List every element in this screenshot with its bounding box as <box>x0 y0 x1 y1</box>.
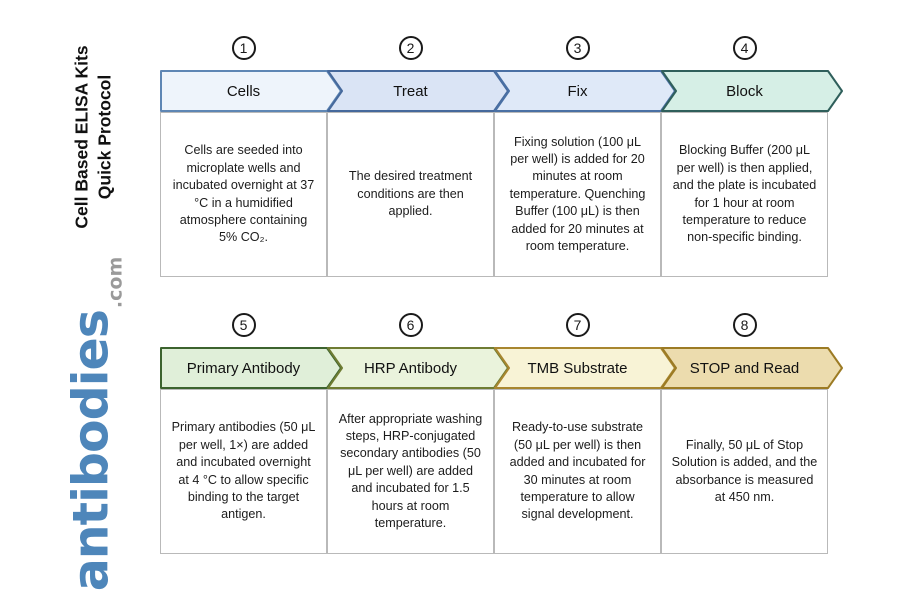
page-title-line1: Cell Based ELISA Kits <box>71 45 92 229</box>
step-number: 7 <box>573 317 582 333</box>
chevron-arrow-icon <box>661 70 843 112</box>
page-title: Cell Based ELISA Kits Quick Protocol <box>70 45 116 228</box>
step-description: The desired treatment conditions are the… <box>348 169 473 219</box>
step-descriptions-row-1: Cells are seeded into microplate wells a… <box>160 112 844 277</box>
step-arrow-cells: Cells <box>160 70 343 112</box>
step-arrow-stop-and-read: STOP and Read <box>661 347 844 389</box>
arrow-shape <box>661 347 843 389</box>
step-description: Finally, 50 μL of Stop Solution is added… <box>671 437 818 504</box>
step-arrow-tmb-substrate: TMB Substrate <box>494 347 677 389</box>
step-label: Primary Antibody <box>186 359 301 377</box>
step-numbers-row-2: 5 6 7 8 <box>160 313 844 341</box>
step-number-badge: 4 <box>732 36 757 60</box>
page-title-line2: Quick Protocol <box>94 74 114 200</box>
step-label: TMB Substrate <box>527 359 628 377</box>
step-description: Blocking Buffer (200 μL per well) is the… <box>672 143 817 245</box>
step-label: Cells <box>226 82 261 100</box>
protocol-flow: 1 2 3 4 Cells Treat <box>160 36 844 554</box>
antibodies-logo: antibodies.com <box>62 257 127 592</box>
step-arrow-hrp-antibody: HRP Antibody <box>327 347 510 389</box>
step-label: Block <box>726 82 763 100</box>
step-arrows-row-1: Cells Treat Fix <box>160 70 844 112</box>
step-arrow-treat: Treat <box>327 70 510 112</box>
step-description: After appropriate washing steps, HRP-con… <box>338 411 483 530</box>
step-numbers-row-1: 1 2 3 4 <box>160 36 844 64</box>
protocol-row-1: 1 2 3 4 Cells Treat <box>160 36 844 277</box>
step-label: STOP and Read <box>689 359 800 377</box>
step-number-badge: 1 <box>231 36 256 60</box>
step-label: Fix <box>567 82 588 100</box>
step-arrow-block: Block <box>661 70 844 112</box>
step-label: HRP Antibody <box>363 359 458 377</box>
step-description-box: The desired treatment conditions are the… <box>327 112 494 277</box>
step-number-badge: 7 <box>565 313 590 337</box>
step-description: Primary antibodies (50 μL per well, 1×) … <box>171 420 316 522</box>
step-description-box: Ready-to-use substrate (50 μL per well) … <box>494 389 661 554</box>
step-description-box: Cells are seeded into microplate wells a… <box>160 112 327 277</box>
arrow-shape <box>661 70 843 112</box>
step-number: 4 <box>740 40 749 56</box>
step-number: 1 <box>239 40 248 56</box>
chevron-arrow-icon <box>661 347 843 389</box>
step-number-badge: 5 <box>231 313 256 337</box>
step-description-box: Finally, 50 μL of Stop Solution is added… <box>661 389 828 554</box>
step-number-badge: 3 <box>565 36 590 60</box>
step-number: 5 <box>239 317 248 333</box>
step-number-badge: 6 <box>398 313 423 337</box>
step-number: 8 <box>740 317 749 333</box>
step-arrow-fix: Fix <box>494 70 677 112</box>
step-number: 2 <box>406 40 415 56</box>
protocol-row-2: 5 6 7 8 Primary Antibody HRP Antibody <box>160 313 844 554</box>
step-description: Cells are seeded into microplate wells a… <box>172 143 315 245</box>
step-number: 6 <box>406 317 415 333</box>
step-arrows-row-2: Primary Antibody HRP Antibody TMB Substr… <box>160 347 844 389</box>
step-description-box: After appropriate washing steps, HRP-con… <box>327 389 494 554</box>
logo-domain-suffix: .com <box>104 256 127 309</box>
step-number-badge: 2 <box>398 36 423 60</box>
logo-wordmark: antibodies <box>62 310 120 592</box>
step-description: Fixing solution (100 μL per well) is add… <box>509 134 646 253</box>
step-description-box: Fixing solution (100 μL per well) is add… <box>494 112 661 277</box>
step-label: Treat <box>393 82 428 100</box>
step-arrow-primary-antibody: Primary Antibody <box>160 347 343 389</box>
step-description-box: Primary antibodies (50 μL per well, 1×) … <box>160 389 327 554</box>
step-number-badge: 8 <box>732 313 757 337</box>
step-descriptions-row-2: Primary antibodies (50 μL per well, 1×) … <box>160 389 844 554</box>
step-description: Ready-to-use substrate (50 μL per well) … <box>509 420 646 522</box>
step-description-box: Blocking Buffer (200 μL per well) is the… <box>661 112 828 277</box>
step-number: 3 <box>573 40 582 56</box>
